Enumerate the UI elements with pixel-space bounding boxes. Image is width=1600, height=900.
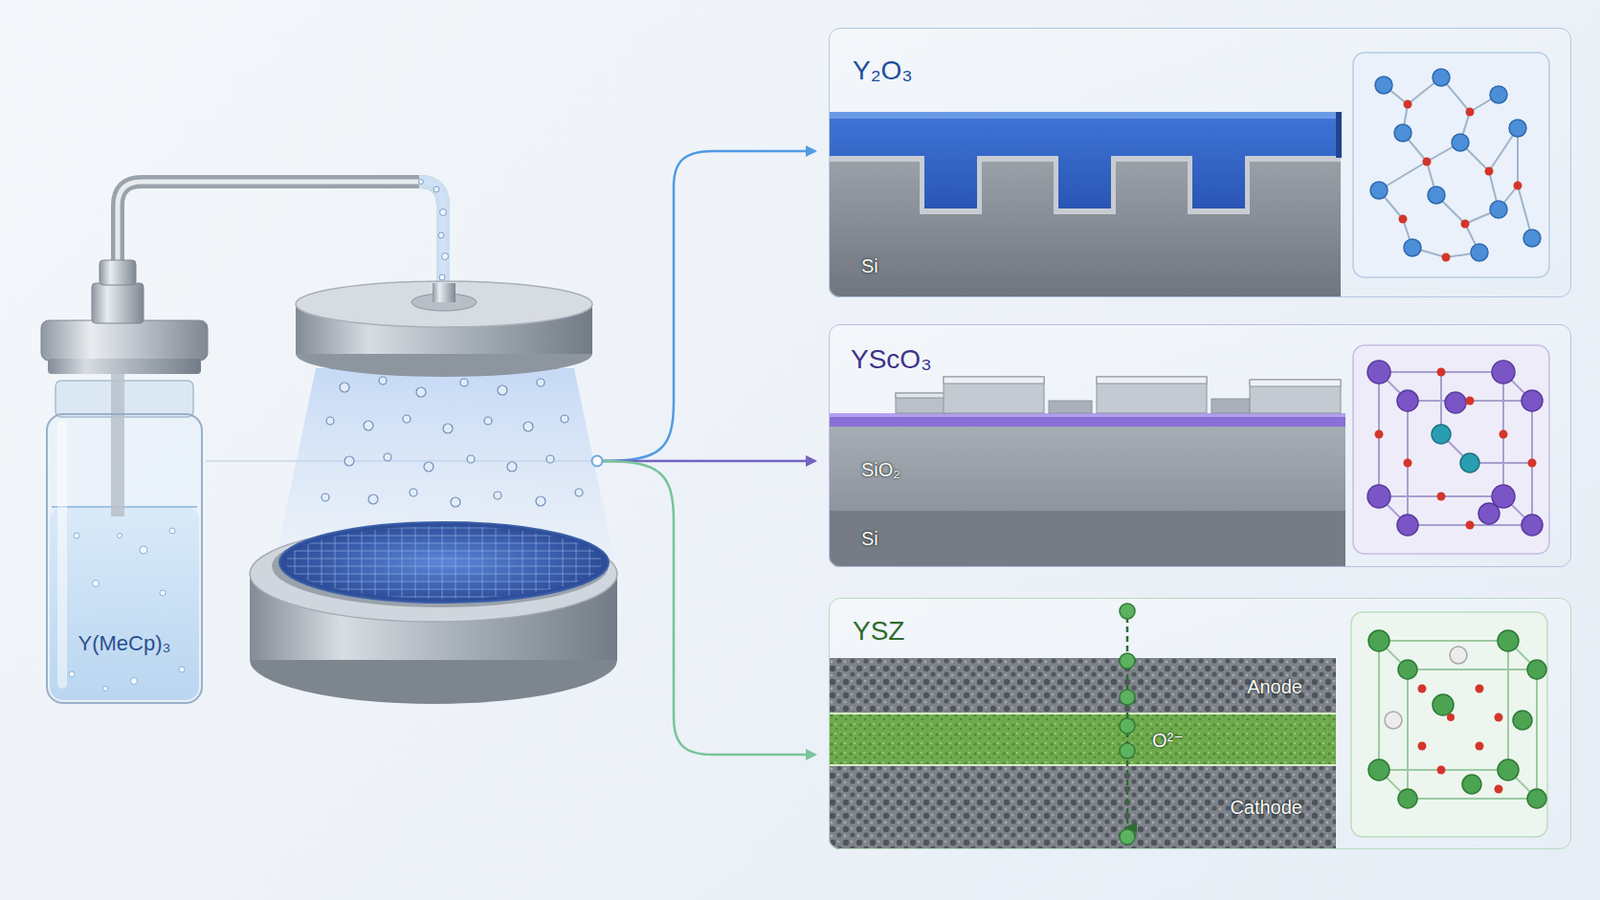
oxide-band: SiO₂ [834,427,1347,512]
layer-label: Anode [1246,676,1303,699]
y2o3-illustration [828,27,1572,298]
ald-reactor [249,281,618,705]
layer-label: Si [861,255,879,278]
layer-label: Cathode [1229,797,1303,820]
precursor-label: Y(MeCp)₃ [78,631,172,656]
anode-band: Anode [834,659,1337,715]
precursor-pipe [117,179,449,289]
panel-title: YSZ [852,616,905,647]
precursor-bottle: Y(MeCp)₃ [45,413,203,705]
material-panel: Y₂O₃ Si [828,27,1572,298]
material-panel: YScO₃ SiO₂ Si [828,324,1572,568]
material-panel: YSZ AnodeO²⁻ Cathode [828,598,1572,850]
layer-label: SiO₂ [861,459,901,482]
layer-label: Si [861,528,879,551]
panel-title: YScO₃ [850,344,933,376]
layer-label: O²⁻ [1152,730,1184,753]
precursor-bottle [41,260,208,705]
branch-arrows [592,151,817,756]
panel-title: Y₂O₃ [852,55,913,87]
cathode-band: Cathode [834,766,1337,849]
substrate-band: Si [834,215,1342,297]
substrate-band: Si [834,511,1347,567]
electrolyte-band: O²⁻ [834,714,1337,767]
ysz-illustration [828,598,1572,850]
yscO3-illustration [828,324,1572,568]
